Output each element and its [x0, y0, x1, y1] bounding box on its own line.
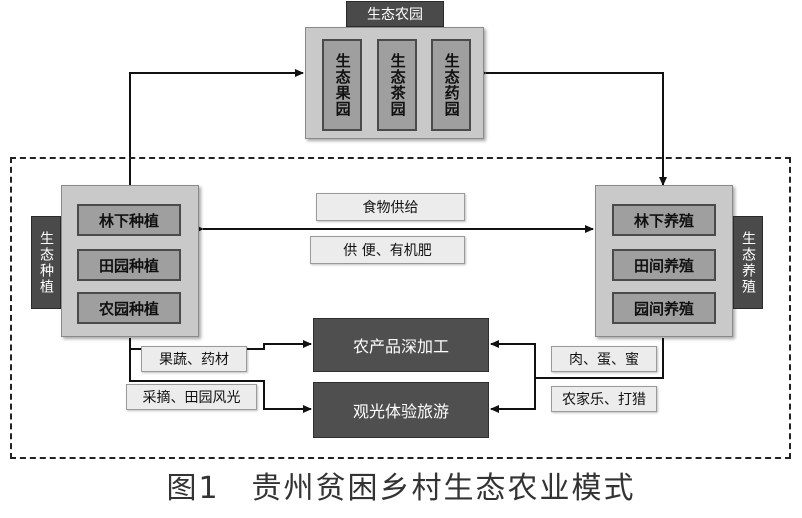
arrow-left-to-processing [129, 338, 312, 350]
dashed-boundary [10, 157, 791, 459]
processing-box: 农产品深加工 [313, 318, 489, 372]
left-item-field: 田园种植 [77, 249, 181, 281]
right-item-field: 田间养殖 [612, 249, 716, 281]
food-supply-label: 食物供给 [316, 193, 465, 221]
arrow-left-to-top [126, 69, 304, 193]
arrow-right-to-tourism [490, 378, 536, 413]
figure-caption: 图1 贵州贫困乡村生态农业模式 [166, 471, 636, 506]
right-item-forest: 林下养殖 [612, 204, 716, 236]
arrow-left-to-tourism [129, 349, 312, 413]
tourism-box: 观光体验旅游 [313, 382, 489, 438]
left-tag: 生态种植 [31, 216, 61, 309]
top-item-herb: 生态药园 [431, 39, 471, 131]
picking-label: 采摘、田园风光 [126, 384, 257, 410]
top-item-orchard: 生态果园 [322, 39, 362, 131]
meat-egg-honey-label: 肉、蛋、蜜 [551, 346, 657, 372]
top-item-tea: 生态茶园 [377, 39, 417, 131]
left-item-forest: 林下种植 [77, 204, 181, 236]
arrow-top-to-right [478, 69, 667, 186]
left-item-farm: 农园种植 [77, 292, 181, 324]
right-tag: 生态养殖 [733, 216, 763, 309]
manure-label: 供 便、有机肥 [310, 236, 465, 264]
right-item-garden: 园间养殖 [612, 292, 716, 324]
farmstay-label: 农家乐、打猎 [551, 386, 657, 412]
veg-herb-label: 果蔬、药材 [141, 346, 247, 372]
top-tag: 生态农园 [346, 1, 444, 27]
